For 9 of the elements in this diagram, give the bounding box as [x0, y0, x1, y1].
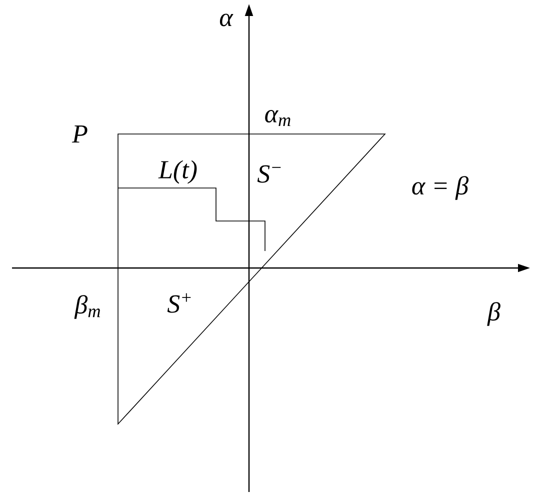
math-label: α$_{m}$ — [265, 110, 290, 126]
math-label: S$^{+}$ — [167, 293, 191, 313]
math-label: α = β — [412, 176, 469, 200]
math-label: α — [220, 14, 234, 26]
math-label: β$_{m}$ — [74, 295, 100, 319]
math-label: L(t) — [158, 160, 197, 184]
math-label: S$^{−}$ — [257, 165, 281, 183]
math-label: P — [72, 125, 88, 142]
math-label: β — [487, 302, 500, 326]
